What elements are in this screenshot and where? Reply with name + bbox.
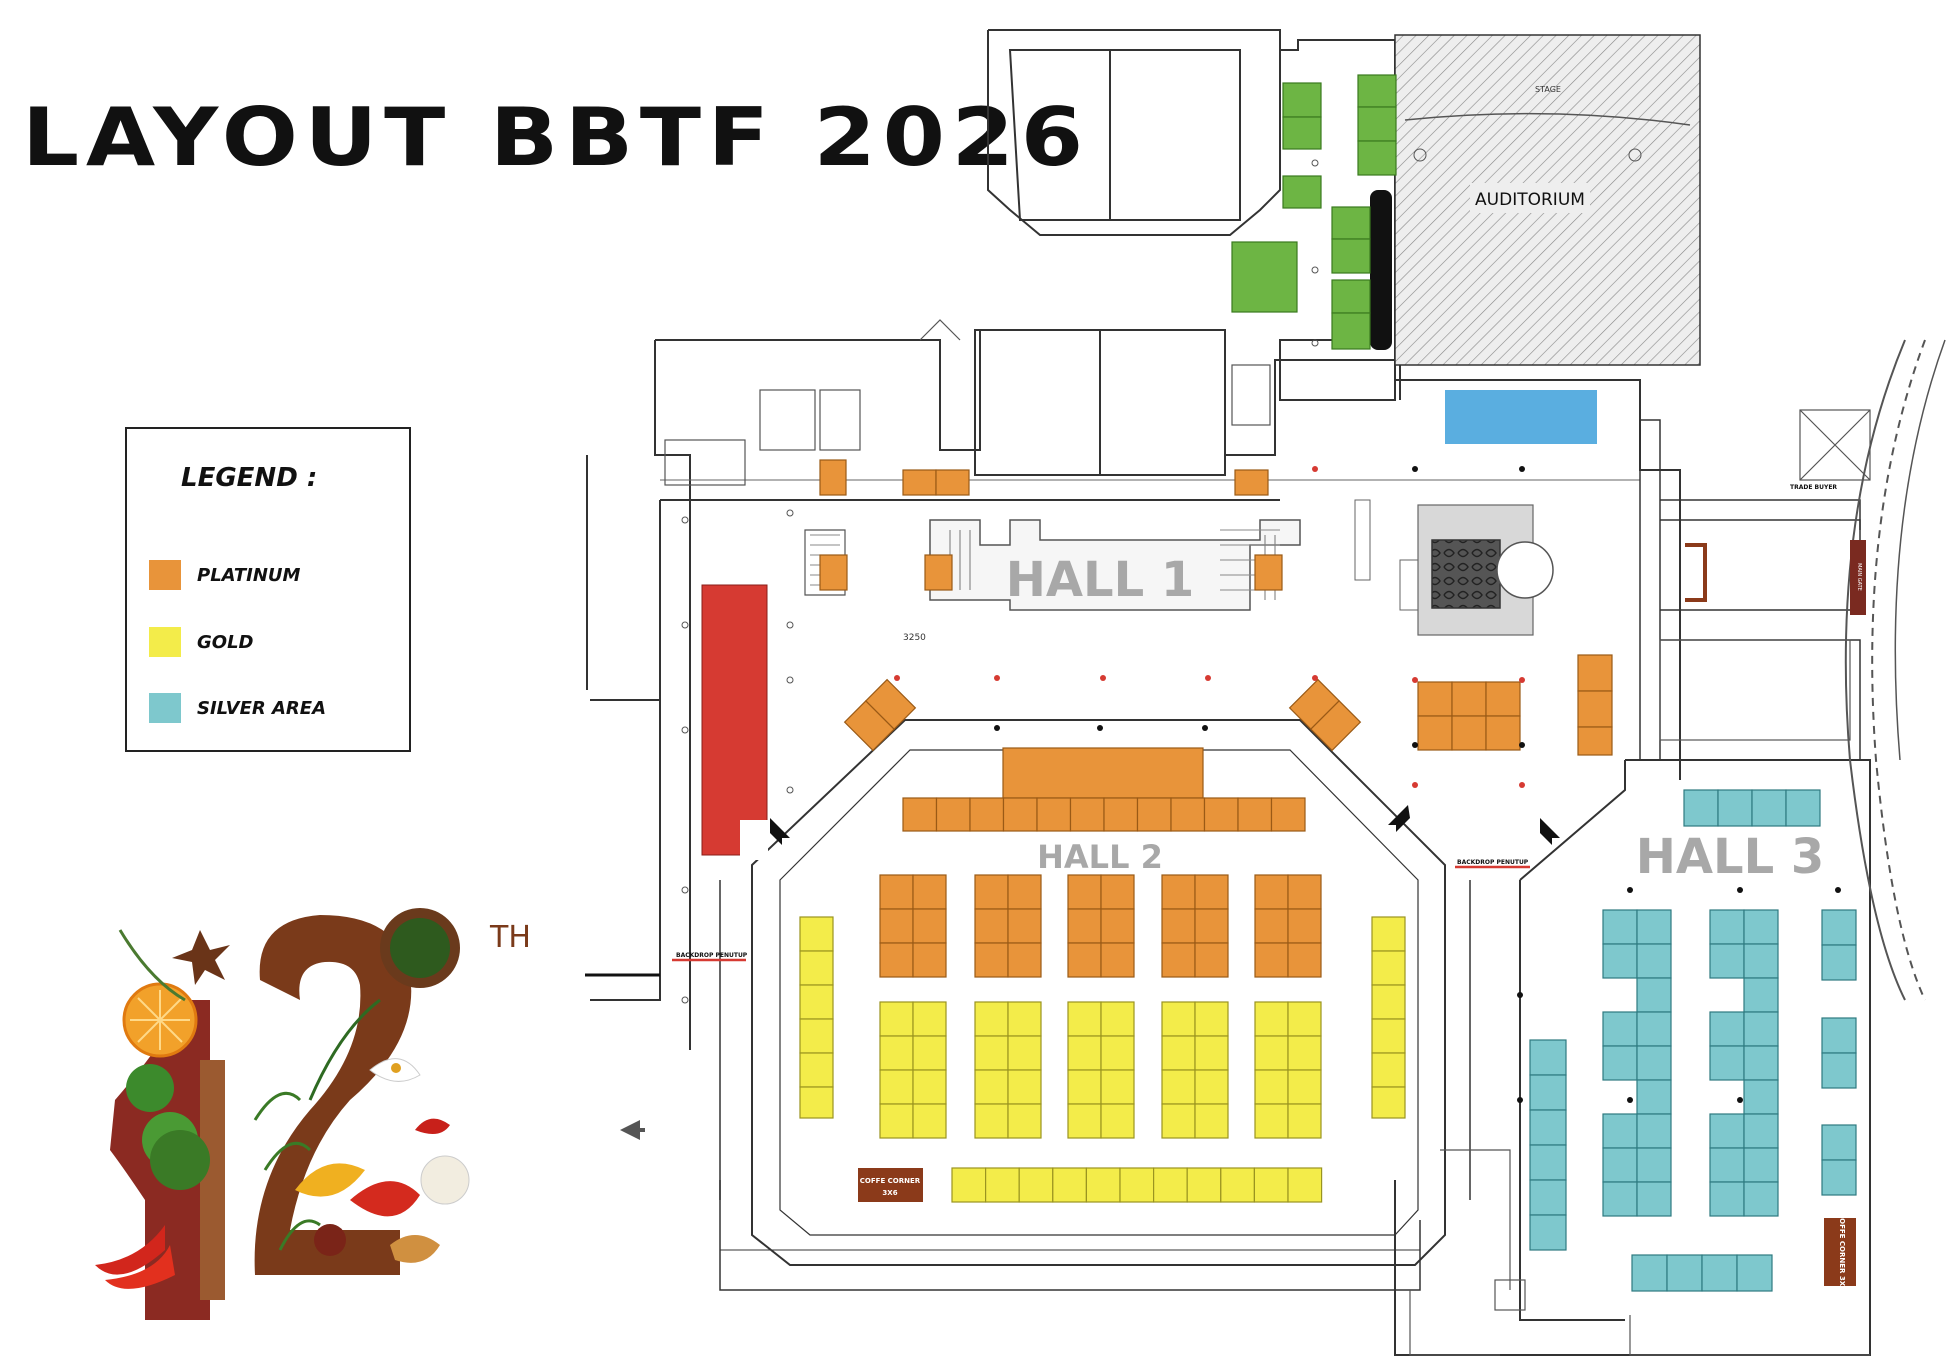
hall2-gold-blocks — [879, 1001, 1323, 1203]
red-column-dots — [894, 466, 1525, 788]
legend-label: PLATINUM — [197, 564, 301, 586]
coffee-corner-size: 3X6 — [882, 1189, 897, 1197]
main-gate: MAIN GATE MAIN GATE — [1685, 540, 1866, 615]
silver-swatch — [149, 693, 181, 723]
gold-swatch — [149, 627, 181, 657]
hall2-platinum-blocks — [879, 874, 1322, 978]
hall1-label: HALL 1 — [1006, 552, 1195, 608]
hall2-label: HALL 2 — [1037, 838, 1163, 876]
backdrop-label-west: BACKDROP PENUTUP — [676, 952, 748, 959]
legend-label: GOLD — [197, 631, 254, 653]
anniversary-artwork — [95, 908, 470, 1320]
green-booths — [1231, 74, 1397, 350]
platinum-swatch — [149, 560, 181, 590]
coffee-corner-hall2 — [858, 1168, 923, 1202]
platinum-booths — [819, 459, 1613, 832]
gold-booths — [799, 916, 1406, 1119]
coffee-corner-hall3-label: COFFE CORNER 3X6 — [1838, 1213, 1846, 1291]
anniversary-number: 12 — [250, 1149, 252, 1151]
auditorium-label: AUDITORIUM — [1475, 190, 1585, 210]
coffee-corner-hall3 — [1824, 1218, 1856, 1286]
legend-label: SILVER AREA — [197, 697, 327, 719]
legend-heading: LEGEND : — [181, 463, 318, 493]
backdrop-label-east: BACKDROP PENUTUP — [1457, 859, 1529, 866]
coffee-corner-label: COFFE CORNER — [860, 1177, 921, 1185]
legend-box: LEGEND : PLATINUM GOLD SILVER AREA — [125, 427, 411, 752]
main-gate-label-inner: MAIN GATE — [1693, 558, 1699, 586]
anniversary-suffix: TH — [489, 920, 531, 955]
stage-label: STAGE — [1535, 85, 1561, 94]
legend-item-gold: GOLD — [149, 626, 254, 658]
blue-area — [1445, 390, 1597, 444]
page-title: LAYOUT BBTF 2026 — [22, 91, 1090, 184]
exit-arrow-icon — [620, 1120, 645, 1140]
silver-booths — [1529, 789, 1857, 1292]
interior-rooms — [664, 319, 1871, 1356]
hall3-label: HALL 3 — [1636, 829, 1825, 885]
lobby-feature — [1354, 499, 1554, 636]
legend-item-silver: SILVER AREA — [149, 692, 326, 724]
legend-item-platinum: PLATINUM — [149, 559, 300, 591]
circulation-arrows — [770, 805, 1560, 845]
trade-buyer-label: TRADE BUYER — [1790, 484, 1837, 491]
dimension-label: 3250 — [903, 633, 926, 643]
red-area — [701, 584, 768, 856]
small-circles — [681, 148, 1642, 1004]
main-gate-label-outer: MAIN GATE — [1856, 563, 1862, 591]
auditorium-entrance — [1370, 190, 1392, 350]
column-dots — [994, 466, 1841, 1103]
